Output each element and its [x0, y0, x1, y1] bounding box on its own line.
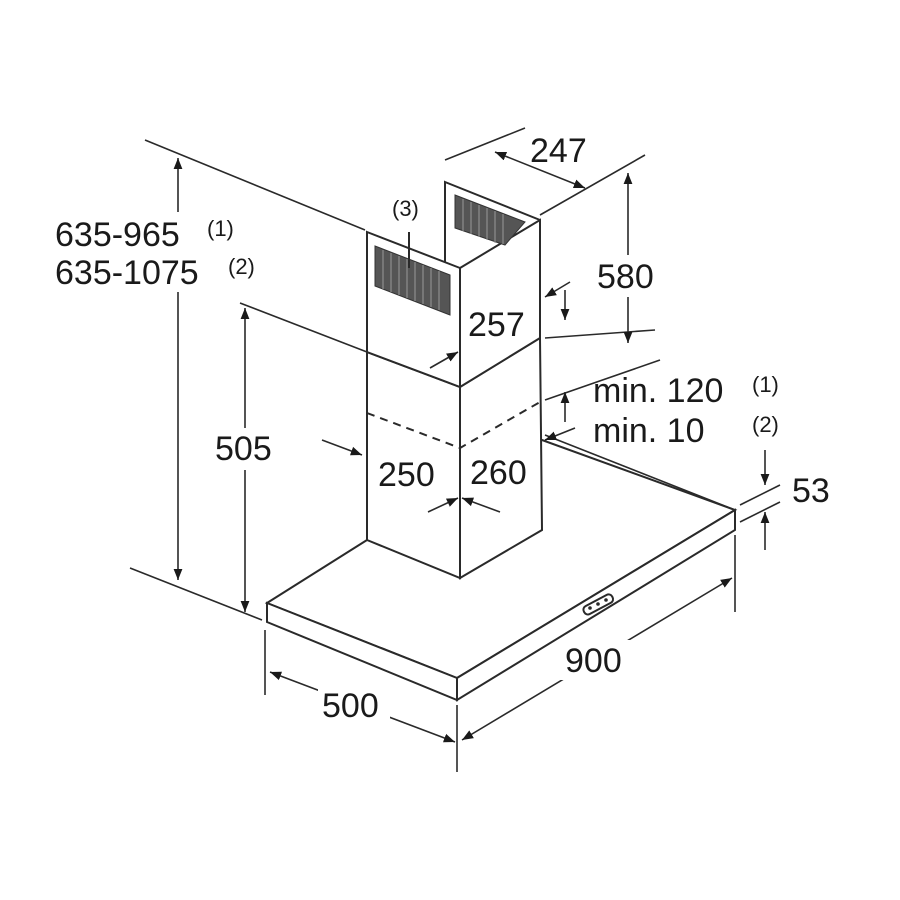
dimension-labels: 635-965 (1) 635-1075 (2) (3) 247 580 257…: [50, 132, 830, 726]
note-1: (1): [207, 216, 234, 241]
lower-depth-label: 260: [470, 454, 527, 492]
clearance-note-1: (1): [752, 372, 779, 397]
filter-callout: (3): [392, 196, 419, 221]
lower-width-label: 250: [378, 456, 435, 494]
clearance-note-2: (2): [752, 412, 779, 437]
lower-height-label: 505: [215, 430, 272, 468]
extension-lines: [129, 127, 781, 772]
filter-grille-icon: [374, 194, 526, 316]
min-clearance-2: min. 10: [593, 412, 705, 450]
upper-width-label: 257: [468, 306, 525, 344]
upper-chimney: [366, 180, 541, 389]
chimney-depth-label: 247: [530, 132, 587, 170]
note-2: (2): [228, 254, 255, 279]
min-clearance-1: min. 120: [593, 372, 723, 410]
upper-height-label: 580: [597, 258, 654, 296]
lower-chimney: [366, 336, 544, 580]
canopy-depth-label: 500: [322, 687, 379, 725]
total-height-label-1: 635-965: [55, 216, 180, 254]
total-height-label-2: 635-1075: [55, 254, 199, 292]
canopy-width-label: 900: [565, 642, 622, 680]
canopy-thickness-label: 53: [792, 472, 830, 510]
